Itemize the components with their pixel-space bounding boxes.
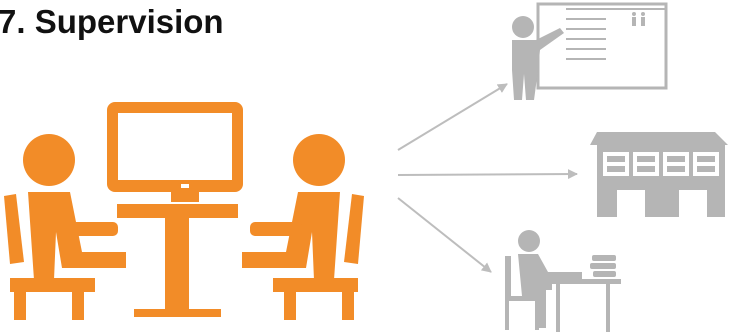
student-head [518, 230, 540, 252]
right-chair-leg-2 [342, 290, 354, 320]
right-person-arm [250, 222, 302, 236]
book-2 [590, 263, 616, 269]
table-foot [134, 309, 221, 317]
book-1 [592, 255, 616, 261]
right-chair-leg-1 [284, 290, 296, 320]
left-person-arm [66, 222, 118, 236]
table-top [117, 204, 238, 218]
slide-title: 7. Supervision [0, 3, 224, 40]
student-chair-seat [505, 296, 541, 301]
arrow-to-building [397, 169, 578, 180]
presenter-icon [512, 2, 668, 100]
monitor-screen [118, 113, 232, 180]
monitor-stand [171, 192, 199, 202]
right-person-head [293, 134, 345, 186]
right-chair-back [344, 194, 364, 264]
student-body [518, 254, 582, 328]
whiteboard [536, 2, 668, 90]
building-door-left [617, 190, 645, 217]
meeting-icon [4, 102, 364, 320]
presenter-head [512, 16, 534, 38]
left-chair-back [4, 194, 24, 264]
building-roof [590, 132, 728, 145]
book-3 [593, 271, 616, 277]
left-person-head [23, 134, 75, 186]
student-chair-back [505, 256, 511, 300]
left-chair-seat [10, 278, 95, 292]
presenter-body [512, 28, 564, 100]
table-leg [165, 218, 189, 313]
student-desk [548, 279, 621, 284]
arrow-to-student [397, 197, 492, 273]
arrow-to-presenter [397, 83, 508, 151]
building-door-right [679, 190, 707, 217]
student-icon [505, 230, 621, 332]
building-icon [590, 132, 728, 217]
right-chair-seat [273, 278, 358, 292]
left-chair-leg-2 [72, 290, 84, 320]
left-chair-leg-1 [14, 290, 26, 320]
